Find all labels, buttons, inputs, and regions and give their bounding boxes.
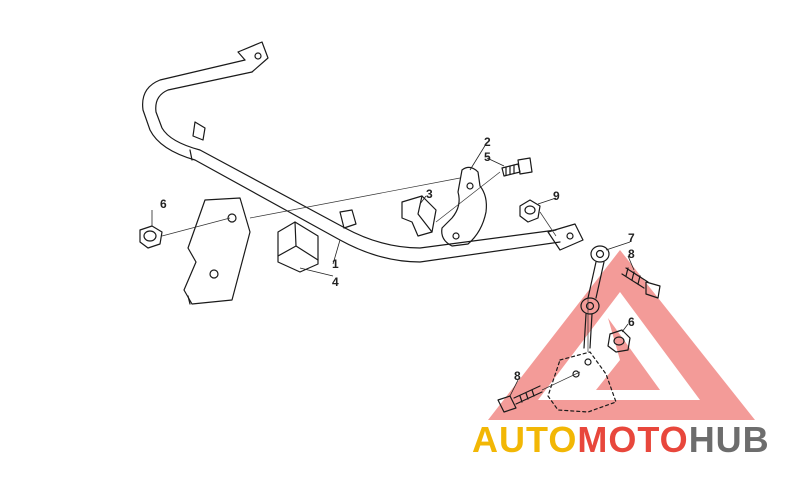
watermark-logo: [488, 250, 755, 420]
watermark-triangle-outer: [488, 250, 755, 420]
clamp: [441, 166, 487, 247]
callout-4: 4: [332, 275, 339, 289]
mounting-bracket-lower: [547, 351, 617, 413]
callout-6-left: 6: [160, 197, 167, 211]
mounting-bracket-left: [183, 197, 251, 305]
bolt-5: [501, 157, 533, 177]
assembly-lines: [161, 171, 589, 391]
half-bushing: [401, 195, 437, 237]
watermark-auto: AUTO: [472, 419, 577, 460]
callout-1: 1: [332, 257, 339, 271]
callout-3: 3: [426, 187, 433, 201]
callout-8-upper: 8: [628, 247, 635, 261]
bolt-8-upper: [621, 267, 661, 299]
nut-left: [139, 225, 163, 249]
callout-7: 7: [628, 231, 635, 245]
watermark-moto: MOTO: [577, 419, 688, 460]
callout-5: 5: [484, 150, 491, 164]
callout-8-lower: 8: [514, 369, 521, 383]
bushing: [277, 221, 319, 273]
leader-lines: [151, 143, 635, 397]
bar-end-right: [547, 223, 584, 251]
watermark-triangle-inner: [596, 318, 660, 390]
bolt-8-lower: [497, 385, 543, 413]
nut-right: [607, 329, 631, 353]
watermark-text: AUTOMOTOHUB: [472, 419, 770, 460]
callout-2: 2: [484, 135, 491, 149]
stabilizer-bar: [142, 41, 584, 263]
callout-6-right: 6: [628, 315, 635, 329]
nut-9: [519, 199, 541, 223]
bar-end-left: [237, 41, 269, 73]
link-rod: [580, 245, 610, 349]
watermark-hub: HUB: [689, 419, 770, 460]
callout-9: 9: [553, 189, 560, 203]
callout-labels: 6 1 4 3 2 5 9 7 8 6 8: [160, 135, 635, 383]
